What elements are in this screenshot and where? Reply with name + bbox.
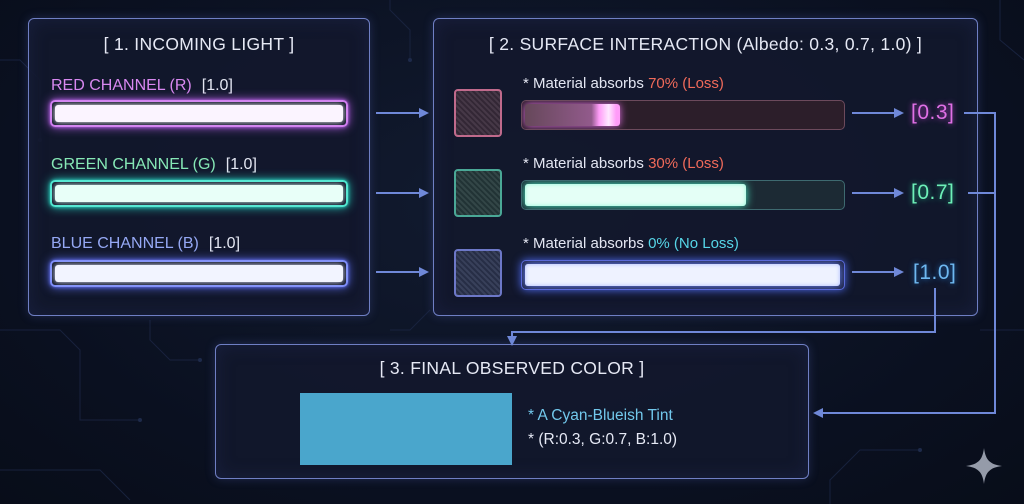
green-absorb-loss: 30% (Loss)	[648, 155, 724, 172]
incoming-light-panel: [ 1. INCOMING LIGHT ] RED CHANNEL (R) [1.…	[28, 18, 370, 316]
blue-output-value: [1.0]	[913, 261, 957, 284]
final-color-title: [ 3. FINAL OBSERVED COLOR ]	[379, 358, 645, 378]
green-output-value: [0.7]	[911, 181, 955, 204]
surface-interaction-panel: [ 2. SURFACE INTERACTION (Albedo: 0.3, 0…	[433, 18, 978, 316]
blue-channel-name: BLUE CHANNEL (B)	[51, 235, 199, 252]
final-color-swatch	[300, 393, 512, 465]
red-absorb-prefix: * Material absorbs	[523, 75, 649, 92]
final-color-description: * A Cyan-Blueish Tint	[528, 407, 673, 424]
red-absorb-loss: 70% (Loss)	[648, 75, 724, 92]
red-output-bar	[521, 100, 845, 130]
surface-interaction-title: [ 2. SURFACE INTERACTION (Albedo: 0.3, 0…	[488, 34, 923, 54]
green-channel-label: GREEN CHANNEL (G) [1.0]	[51, 156, 257, 174]
green-channel-name: GREEN CHANNEL (G)	[51, 156, 216, 173]
blue-output-fill	[525, 264, 840, 286]
blue-incoming-bar	[50, 260, 348, 287]
blue-channel-label: BLUE CHANNEL (B) [1.0]	[51, 235, 240, 253]
green-absorb-prefix: * Material absorbs	[523, 155, 649, 172]
red-output-fill	[525, 104, 620, 126]
blue-material-swatch	[454, 249, 502, 297]
red-channel-name: RED CHANNEL (R)	[51, 77, 192, 94]
green-incoming-bar	[50, 180, 348, 207]
blue-channel-value: [1.0]	[208, 235, 241, 252]
green-material-swatch	[454, 169, 502, 217]
green-output-fill	[525, 184, 746, 206]
sparkle-icon	[966, 448, 1002, 484]
green-channel-value: [1.0]	[225, 156, 257, 173]
green-output-bar	[521, 180, 845, 210]
red-channel-value: [1.0]	[201, 77, 233, 94]
blue-absorb-note: * Material absorbs 0% (No Loss)	[523, 235, 739, 252]
blue-output-bar	[521, 260, 845, 290]
red-channel-label: RED CHANNEL (R) [1.0]	[51, 77, 233, 95]
red-incoming-bar	[50, 100, 348, 127]
incoming-light-title: [ 1. INCOMING LIGHT ]	[103, 34, 295, 54]
final-color-panel: [ 3. FINAL OBSERVED COLOR ] * A Cyan-Blu…	[215, 344, 809, 479]
blue-absorb-loss: 0% (No Loss)	[648, 235, 739, 252]
green-absorb-note: * Material absorbs 30% (Loss)	[523, 155, 724, 172]
blue-absorb-prefix: * Material absorbs	[523, 235, 649, 252]
final-color-values: * (R:0.3, G:0.7, B:1.0)	[528, 431, 678, 448]
red-material-swatch	[454, 89, 502, 137]
red-output-value: [0.3]	[911, 101, 955, 124]
red-absorb-note: * Material absorbs 70% (Loss)	[523, 75, 724, 92]
